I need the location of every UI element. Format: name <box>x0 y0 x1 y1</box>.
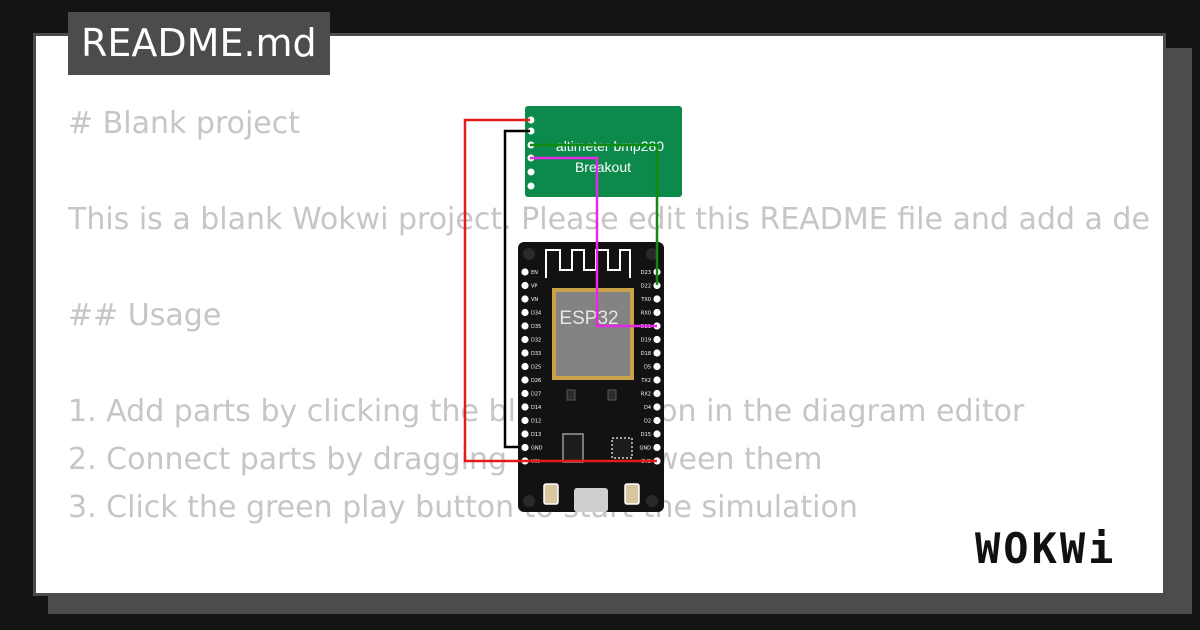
smd-component <box>566 389 576 401</box>
mount-hole <box>646 495 658 507</box>
usb-port <box>574 488 608 512</box>
esp32-pin-label: VN <box>531 297 538 303</box>
esp32-pin <box>653 430 661 438</box>
readme-intro: This is a blank Wokwi project. Please ed… <box>68 202 1150 237</box>
readme-usage-heading: ## Usage <box>68 298 222 333</box>
esp32-pin <box>521 416 529 425</box>
esp32-pin <box>521 403 529 411</box>
esp32-pin-label: D27 <box>531 392 541 398</box>
esp32-pin-label: D23 <box>641 270 651 276</box>
esp32-pin-label: D18 <box>641 351 651 357</box>
bmp280-pin <box>527 116 535 124</box>
esp32-module <box>556 292 630 376</box>
smd-component <box>607 389 617 401</box>
esp32-antenna <box>542 246 634 278</box>
esp32-pin <box>653 403 661 411</box>
esp32-pin-label: D26 <box>531 378 541 384</box>
esp32-pin-label: GND <box>640 446 652 452</box>
esp32-pin-label: D2 <box>644 419 651 425</box>
mount-hole <box>523 495 535 507</box>
esp32-pin <box>521 335 529 344</box>
esp32-chip-label: ESP32 <box>559 308 618 329</box>
esp32-board[interactable]: ESP32 ENVPVND34D35D32D33D25D26D27D14D12D… <box>518 242 664 512</box>
esp32-pin-label: D32 <box>531 338 541 344</box>
bmp280-subtitle: Breakout <box>575 159 631 175</box>
esp32-pin-label: D19 <box>641 338 651 344</box>
esp32-pin-label: D12 <box>531 419 541 425</box>
bmp280-pcb <box>525 106 682 197</box>
esp32-left-pins: ENVPVND34D35D32D33D25D26D27D14D12D13GNDV… <box>521 268 543 465</box>
boot-button[interactable] <box>624 483 640 505</box>
wire-sda[interactable] <box>530 156 657 328</box>
bmp280-pin <box>527 168 535 176</box>
esp32-pin <box>653 335 661 344</box>
esp32-pin <box>653 362 661 371</box>
esp32-pin <box>521 281 529 290</box>
readme-step: 3. Click the green play button to start … <box>68 490 858 525</box>
wire-gnd[interactable] <box>503 129 530 449</box>
esp32-pin-label: D5 <box>644 365 651 371</box>
esp32-pin-label: RX2 <box>641 392 651 398</box>
bmp280-breakout[interactable]: altimeter bmp280 Breakout <box>525 106 682 197</box>
esp32-pin-label: VP <box>531 284 537 290</box>
esp32-pin <box>653 443 661 452</box>
bmp280-pin <box>527 182 535 190</box>
esp32-pin <box>653 281 661 290</box>
readme-tab[interactable]: README.md <box>68 12 330 75</box>
esp32-pin-label: D15 <box>641 432 651 438</box>
esp32-pin <box>653 295 661 303</box>
esp32-pin-label: GND <box>531 446 543 452</box>
bmp280-pin <box>527 127 535 135</box>
esp32-pin <box>521 268 529 276</box>
wokwi-logo: WOKWi <box>975 524 1117 573</box>
esp32-pin <box>653 308 661 317</box>
wires[interactable] <box>463 118 659 463</box>
readme-heading: # Blank project <box>68 106 301 141</box>
esp32-pin <box>653 416 661 425</box>
esp32-pin <box>521 443 529 452</box>
esp32-pin <box>521 308 529 317</box>
usb-uart-chip <box>611 437 633 459</box>
en-button[interactable] <box>543 483 559 505</box>
esp32-pin <box>521 376 529 384</box>
mount-hole <box>646 248 658 260</box>
esp32-pin <box>653 389 661 398</box>
esp32-pin-label: RX0 <box>641 311 651 317</box>
esp32-pin-label: D33 <box>531 351 541 357</box>
esp32-pin-label: D34 <box>531 311 541 317</box>
esp32-pin-label: D4 <box>644 405 651 411</box>
esp32-pin <box>521 322 529 330</box>
esp32-pin-label: D14 <box>531 405 541 411</box>
esp32-pin <box>521 349 529 357</box>
readme-step: 2. Connect parts by dragging wires betwe… <box>68 442 823 477</box>
esp32-pin <box>653 349 661 357</box>
wire-vcc[interactable] <box>463 118 657 463</box>
esp32-pin <box>653 376 661 384</box>
esp32-pin <box>521 362 529 371</box>
antenna-trace <box>545 249 631 278</box>
esp32-pin <box>521 389 529 398</box>
esp32-pin <box>521 295 529 303</box>
mount-hole <box>523 248 535 260</box>
esp32-pin <box>521 430 529 438</box>
esp32-pin-label: D25 <box>531 365 541 371</box>
voltage-regulator <box>562 433 584 463</box>
wire-scl[interactable] <box>530 143 659 285</box>
esp32-pin-label: D13 <box>531 432 541 438</box>
esp32-pin-label: EN <box>531 270 538 276</box>
esp32-pin-label: TX0 <box>640 297 651 303</box>
esp32-pin-label: D22 <box>641 284 651 290</box>
esp32-pin-label: D35 <box>531 324 541 330</box>
esp32-pin-label: TX2 <box>640 378 651 384</box>
